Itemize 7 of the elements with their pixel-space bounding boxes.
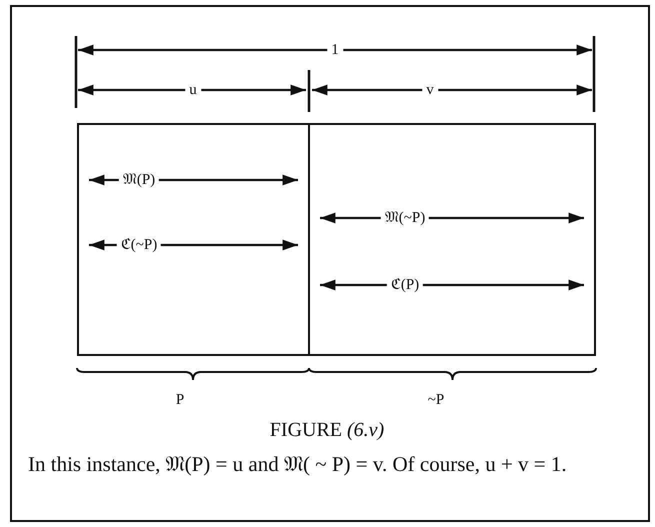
region-box: [308, 123, 596, 356]
caption: In this instance, 𝔐(P) = u and 𝔐( ~ P) = v. Of course, u + v = 1.: [28, 452, 568, 477]
measure-label: ℭ(~P): [116, 237, 162, 253]
region-box: [77, 123, 310, 356]
measure-label: ℭ(P): [386, 277, 424, 293]
measure-label: 𝔐(~P): [380, 210, 430, 226]
measure-label: 𝔐(P): [118, 172, 160, 188]
